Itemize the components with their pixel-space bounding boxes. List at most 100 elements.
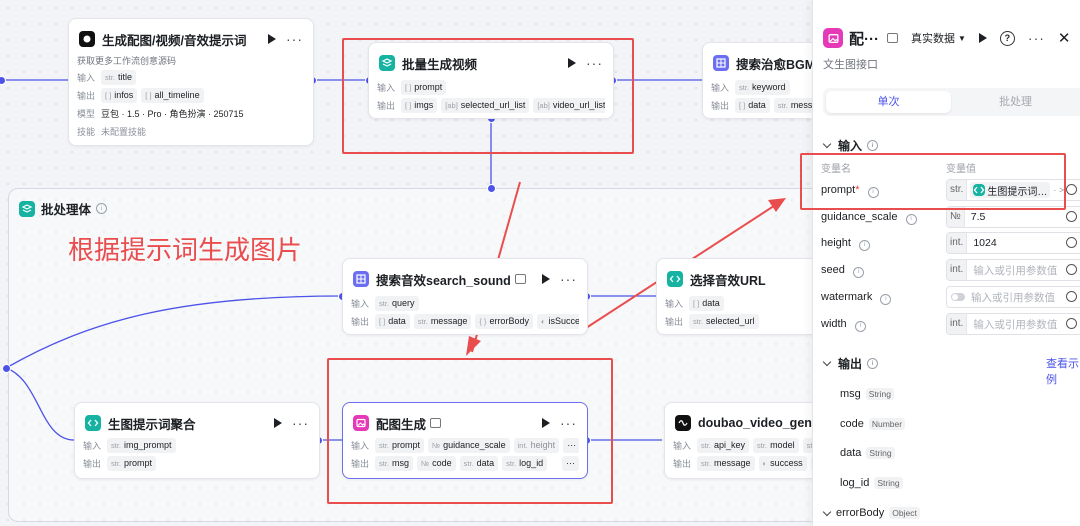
code-icon	[85, 415, 101, 431]
run-icon[interactable]	[274, 418, 282, 428]
input-label: 输入	[673, 440, 692, 451]
more-inputs-chip[interactable]: ···	[563, 437, 579, 453]
port-group-start[interactable]	[2, 364, 11, 373]
reference-icon[interactable]	[1066, 184, 1077, 195]
reference-icon[interactable]	[1066, 318, 1077, 329]
output-chip: str.selected_url	[689, 313, 759, 329]
output-chip: str.fi	[810, 455, 812, 471]
node-title: 配图生成	[376, 417, 427, 432]
input-label: 输入	[77, 72, 96, 83]
input-chip: str.img_prompt	[107, 437, 176, 453]
node-prompt-gen[interactable]: 生成配图/视频/音效提示词 ··· 获取更多工作流创意源码 输入 str.tit…	[68, 18, 314, 146]
more-icon[interactable]: ···	[586, 55, 603, 71]
input-chip: int.height	[513, 437, 560, 453]
run-icon[interactable]	[542, 274, 550, 284]
input-chip: str.title	[101, 69, 137, 85]
output-label: 输出	[351, 458, 370, 469]
node-batch-video[interactable]: 批量生成视频 ··· 输入 [ ]prompt 输出 [ ]imgs [ab]s…	[368, 42, 614, 119]
tag-icon[interactable]	[887, 33, 898, 43]
node-title: 搜索治愈BGM	[736, 57, 812, 72]
more-icon[interactable]: ···	[560, 271, 577, 287]
toggle-icon	[951, 293, 965, 301]
info-icon[interactable]: i	[96, 203, 108, 214]
tag-icon	[514, 274, 526, 284]
help-icon[interactable]: ?	[999, 30, 1015, 46]
output-label: 输出	[673, 458, 692, 469]
llm-icon	[79, 31, 95, 47]
node-search-sound[interactable]: 搜索音效search_sound ··· 输入 str.query 输出 [ ]…	[342, 258, 588, 335]
info-icon: i	[867, 186, 879, 198]
info-icon: i	[867, 358, 879, 369]
view-example-link[interactable]: 查看示例	[1046, 358, 1079, 386]
output-chip: str.prompt	[107, 455, 157, 471]
more-icon[interactable]: ···	[560, 415, 577, 431]
run-icon[interactable]	[568, 58, 576, 68]
output-chip: str.message	[413, 313, 472, 329]
param-value-watermark[interactable]: 输入或引用参数值	[946, 286, 1080, 308]
run-icon[interactable]	[542, 418, 550, 428]
run-icon[interactable]	[978, 33, 987, 43]
annotation-arrowhead-right	[768, 198, 786, 212]
reference-icon[interactable]	[1066, 291, 1077, 302]
node-title: 选择音效URL	[690, 273, 766, 288]
edge-start-to-search-sound	[5, 295, 343, 369]
input-label: 输入	[83, 440, 102, 451]
output-label: 输出	[711, 100, 730, 111]
node-prompt-agg[interactable]: 生图提示词聚合 ··· 输入 str.img_prompt 输出 str.pro…	[74, 402, 320, 479]
highlight-box-image-gen	[327, 358, 613, 504]
batch-icon	[379, 55, 395, 71]
more-icon[interactable]: ···	[292, 415, 309, 431]
param-name: height i	[821, 237, 871, 251]
highlight-box-batch	[342, 38, 634, 154]
output-chip: [ ]imgs	[401, 97, 438, 113]
node-title: doubao_video_genera	[698, 416, 812, 430]
workflow-canvas[interactable]: 批处理体 i 生成配图/视频/音效提示词 ···	[0, 0, 812, 526]
node-doubao-video[interactable]: doubao_video_genera 输入 str.api_key str.m…	[664, 402, 812, 479]
skill-value: 未配置技能	[101, 126, 147, 137]
image-icon	[823, 28, 843, 48]
more-outputs-chip[interactable]: ···	[562, 455, 579, 471]
reference-icon[interactable]	[1066, 211, 1077, 222]
param-value-height[interactable]: int.1024	[946, 232, 1080, 254]
port-group-top[interactable]	[487, 184, 496, 193]
param-value-width[interactable]: int.输入或引用参数值	[946, 313, 1080, 335]
data-mode-select[interactable]: 真实数据▼	[911, 33, 966, 45]
input-chip: str.prompt	[375, 437, 425, 453]
output-chip: str.msg	[375, 455, 414, 471]
output-chip: str.data	[459, 455, 499, 471]
input-label: 输入	[665, 298, 684, 309]
run-icon[interactable]	[268, 34, 276, 44]
input-label: 输入	[351, 440, 370, 451]
input-chip: str.api_key	[697, 437, 750, 453]
param-row-seed: seed i int.输入或引用参数值	[812, 259, 1080, 283]
caret-down-icon: ▼	[958, 33, 966, 43]
reference-icon[interactable]	[1066, 237, 1077, 248]
port-left-top[interactable]	[0, 76, 6, 85]
info-icon: i	[854, 320, 866, 332]
more-icon[interactable]: ···	[1027, 30, 1045, 46]
more-icon[interactable]: ···	[286, 31, 303, 47]
param-name: watermark i	[821, 291, 892, 305]
param-value-prompt[interactable]: str. 生图提示词… · >	[946, 179, 1080, 201]
plugin-icon	[353, 271, 369, 287]
node-select-sound[interactable]: 选择音效URL 输入 [ ]data 输出 str.selected_url	[656, 258, 812, 335]
input-chip: str.pr	[802, 437, 812, 453]
tab-batch[interactable]: 批处理	[999, 96, 1032, 108]
output-chip: [ ]infos	[101, 87, 138, 103]
close-icon[interactable]: ✕	[1057, 30, 1071, 47]
param-name: width i	[821, 318, 866, 332]
reference-icon[interactable]	[1066, 264, 1077, 275]
tab-single[interactable]: 单次	[826, 91, 951, 113]
node-search-bgm[interactable]: 搜索治愈BGM 输入 str.keyword 输出 [ ]data str.me…	[702, 42, 812, 119]
param-value-seed[interactable]: int.输入或引用参数值	[946, 259, 1080, 281]
param-row-prompt: prompt* i str. 生图提示词… · >	[812, 179, 1080, 203]
input-chip: str.query	[375, 295, 419, 311]
